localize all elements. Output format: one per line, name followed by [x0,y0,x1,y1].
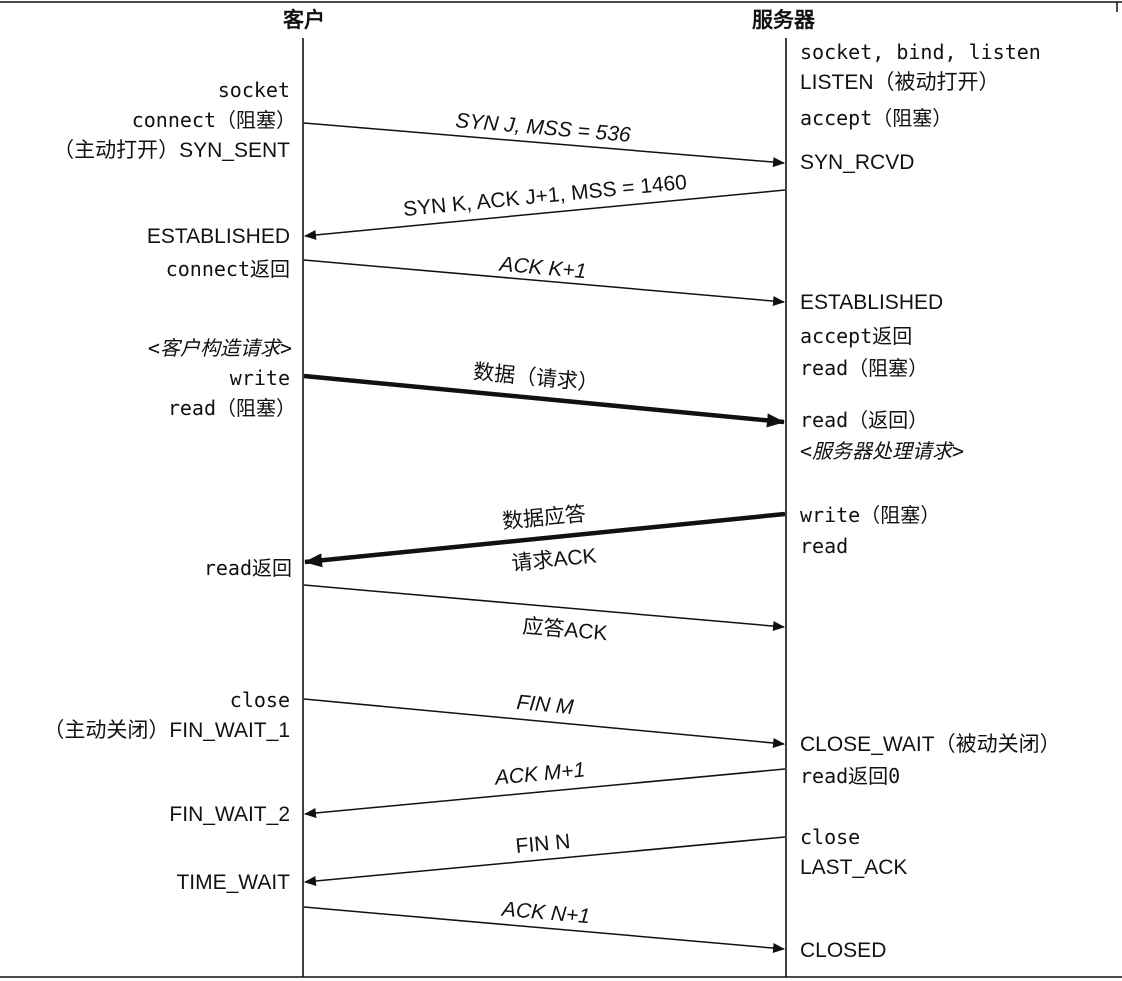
arrow-reply-ack [303,584,785,632]
client-read-block: read（阻塞） [167,396,296,420]
client-syn-sent: （主动打开）SYN_SENT [53,139,290,162]
server-close: close [800,825,861,849]
server-accept-return: accept返回 [800,324,913,348]
arrow-syn-ack [304,189,786,240]
server-read-return-0: read返回0 [800,764,901,788]
server-header: 服务器 [752,8,815,32]
client-connect-block: connect（阻塞） [131,108,296,132]
server-process-request: <服务器处理请求> [800,439,965,463]
server-read: read [800,534,849,558]
server-syn-rcvd: SYN_RCVD [800,151,915,174]
server-accept-block: accept（阻塞） [800,106,953,130]
arrow-ack-m [304,768,786,818]
msg-fin-n: FIN N [514,830,572,858]
arrow-fin-m [303,698,785,748]
server-read-block: read（阻塞） [800,356,929,380]
arrow-reply [304,511,786,568]
server-closed: CLOSED [800,939,887,962]
msg-fin-m: FIN M [515,690,575,720]
arrow-request [303,373,785,428]
arrow-ack [303,259,785,307]
server-socket-bind-listen: socket, bind, listen [800,40,1041,64]
arrow-ack-n [303,906,785,954]
server-last-ack: LAST_ACK [800,856,908,879]
server-listen: LISTEN（被动打开） [800,71,1000,94]
client-socket: socket [217,78,290,102]
client-header: 客户 [283,8,325,32]
client-time-wait: TIME_WAIT [176,871,290,894]
arrow-syn [303,122,785,168]
client-read-return: read返回 [203,556,292,580]
server-read-return: read（返回） [800,408,929,432]
arrow-fin-n [304,836,786,886]
client-established: ESTABLISHED [146,225,290,248]
client-fin-wait-2: FIN_WAIT_2 [169,803,290,826]
server-write-block: write（阻塞） [800,503,941,527]
client-close: close [229,688,290,712]
client-fin-wait-1: （主动关闭）FIN_WAIT_1 [43,719,290,742]
server-close-wait: CLOSE_WAIT（被动关闭） [800,733,1061,756]
client-connect-return: connect返回 [165,257,290,281]
client-build-request: <客户构造请求> [147,336,292,360]
server-established: ESTABLISHED [800,291,944,314]
client-write: write [229,366,290,390]
